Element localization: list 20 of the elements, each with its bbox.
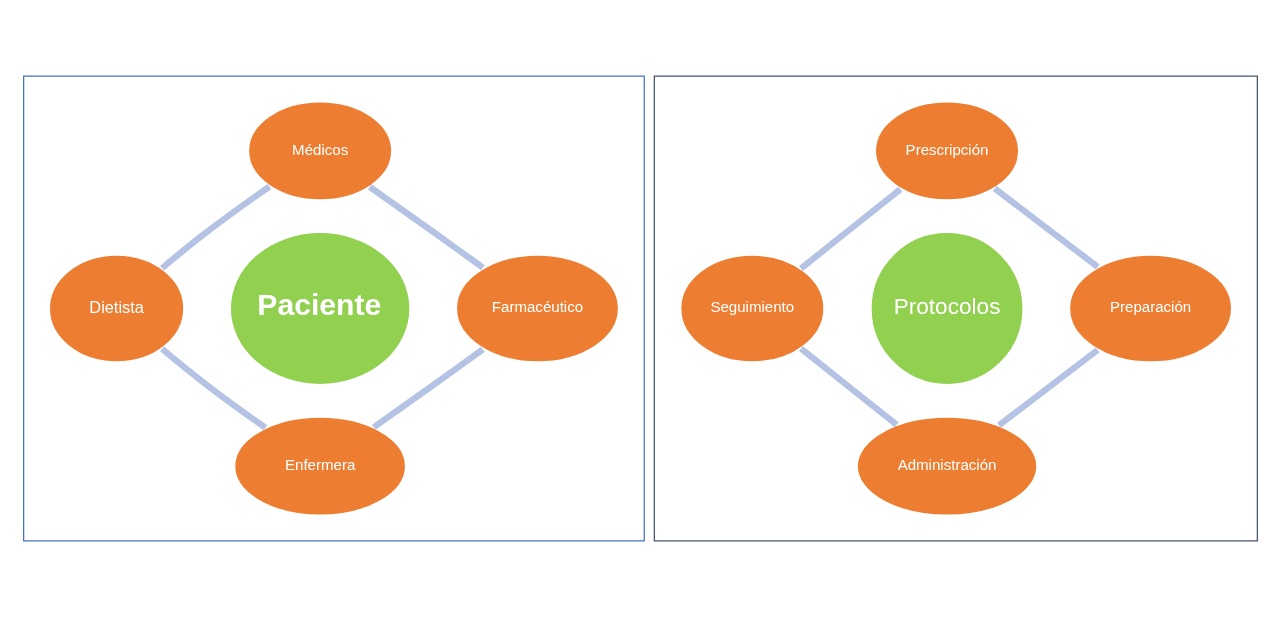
- node-ellipse: Médicos: [246, 99, 394, 202]
- node-circle: Protocolos: [869, 230, 1025, 387]
- connector: [367, 184, 485, 271]
- connector: [992, 185, 1100, 270]
- connector: [160, 346, 268, 431]
- connector: [799, 186, 903, 271]
- node-ellipse: Enfermera: [232, 415, 408, 518]
- connector: [997, 347, 1100, 428]
- node-ellipse: Farmacéutico: [454, 253, 621, 364]
- node-ellipse: Seguimiento: [678, 253, 826, 364]
- connector: [799, 346, 899, 428]
- node-ellipse: Administración: [855, 415, 1039, 518]
- node-ellipse: Preparación: [1067, 253, 1234, 364]
- connector: [371, 346, 485, 430]
- node-ellipse: Paciente: [228, 230, 412, 387]
- cluster: [653, 75, 1258, 542]
- node-ellipse: Dietista: [47, 253, 186, 364]
- connector: [160, 184, 272, 271]
- cluster: [23, 75, 645, 542]
- node-ellipse: Prescripción: [873, 99, 1021, 202]
